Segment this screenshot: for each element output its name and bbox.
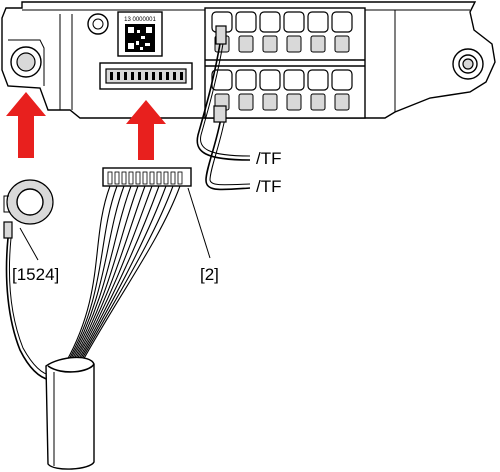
qr-code-icon: [125, 24, 155, 52]
ribbon-wire: [76, 185, 160, 363]
plug-pin: [177, 171, 183, 185]
leader-connector: [187, 187, 211, 259]
socket-pin: [124, 72, 127, 80]
ribbon-wire: [71, 185, 139, 363]
plug-pin: [135, 171, 141, 185]
tf-wires: [196, 25, 251, 191]
socket-pin: [152, 72, 155, 80]
terminal-slot: [331, 69, 353, 91]
terminal-slot: [259, 69, 281, 91]
terminal-clamp: [262, 93, 278, 111]
terminal-slot: [283, 69, 305, 91]
ribbon-wire: [75, 185, 153, 363]
up-arrow-icon: [6, 92, 166, 160]
mounting-hole-top: [87, 13, 109, 35]
terminal-slot: [259, 11, 281, 33]
ribbon-wire: [70, 185, 132, 363]
ribbon-wire: [78, 185, 167, 363]
mounting-hole-left: [10, 46, 42, 78]
terminal-slot: [283, 11, 305, 33]
terminal-slot: [235, 69, 257, 91]
socket-pin: [145, 72, 148, 80]
product-label: 13 0000001: [117, 11, 163, 57]
socket-pin: [138, 72, 141, 80]
cable-sheath: [45, 356, 95, 470]
ribbon-wire: [73, 185, 146, 363]
cable-plug-pins: [107, 171, 183, 185]
terminal-clamp: [238, 93, 254, 111]
plug-pin: [163, 171, 169, 185]
terminal-slot: [307, 11, 329, 33]
plug-pin: [142, 171, 148, 185]
terminal-clamp: [286, 35, 302, 53]
cable-connector: [102, 167, 192, 187]
terminal-clamp: [334, 35, 350, 53]
wire-label-tf-bottom: /TF: [256, 177, 282, 196]
socket-pin: [166, 72, 169, 80]
ribbon-wire: [65, 185, 111, 363]
plug-pin: [114, 171, 120, 185]
ribbon-wire: [67, 185, 118, 363]
plug-pin: [128, 171, 134, 185]
plug-pin: [156, 171, 162, 185]
ribbon-wire: [68, 185, 125, 363]
ribbon-wire: [81, 185, 181, 363]
product-label-code: 13 0000001: [124, 17, 156, 23]
terminal-slot: [307, 69, 329, 91]
arrow-sensor: [6, 92, 46, 158]
socket-pins: [110, 72, 183, 80]
plug-pin: [149, 171, 155, 185]
terminal-clamp: [334, 93, 350, 111]
terminal-block: [204, 7, 366, 119]
board-connector-socket: [99, 62, 193, 90]
terminal-clamp: [310, 35, 326, 53]
callout-connector-ref: [2]: [200, 265, 219, 284]
terminal-clamp: [262, 35, 278, 53]
plug-pin: [107, 171, 113, 185]
arrow-connector: [126, 100, 166, 160]
wire-label-tf-top: /TF: [256, 149, 282, 168]
socket-pin: [173, 72, 176, 80]
callout-sensor-ref: [1524]: [12, 265, 59, 284]
socket-pin: [159, 72, 162, 80]
terminal-slot: [235, 11, 257, 33]
socket-pin: [131, 72, 134, 80]
mounting-hole-right: [452, 48, 484, 80]
plug-pin: [170, 171, 176, 185]
ribbon-wire: [79, 185, 174, 363]
socket-pin: [180, 72, 183, 80]
leader-sensor: [19, 227, 39, 261]
plug-pin: [121, 171, 127, 185]
terminal-clamp: [310, 93, 326, 111]
ribbon-wires: [65, 185, 181, 363]
terminal-clamp: [286, 93, 302, 111]
ring-sensor: [3, 179, 54, 381]
socket-pin: [110, 72, 113, 80]
terminal-slot: [331, 11, 353, 33]
terminal-clamp: [238, 35, 254, 53]
socket-pin: [117, 72, 120, 80]
